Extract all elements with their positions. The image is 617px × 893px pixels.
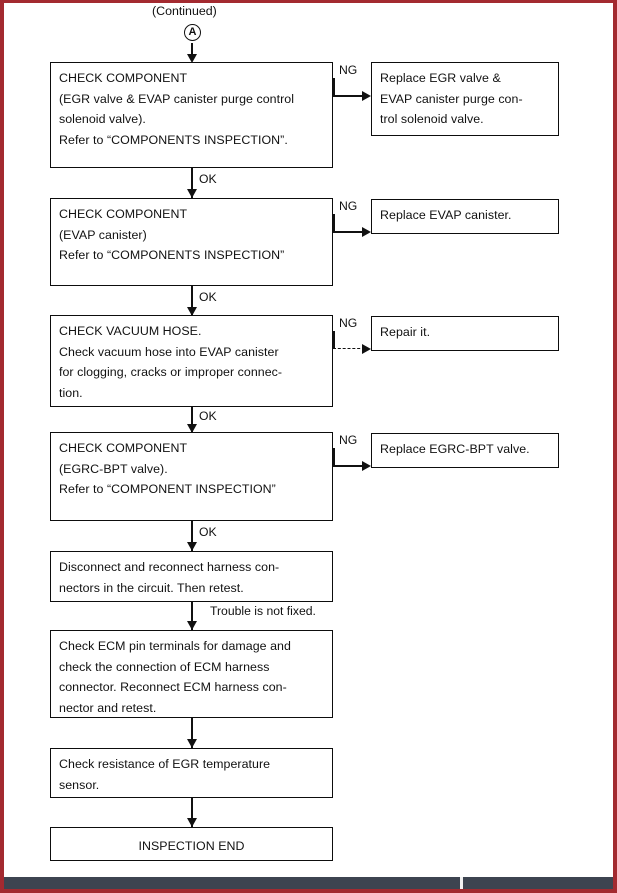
arrow-7-to-end-icon <box>187 818 197 827</box>
action-box-replace-evap-canister[interactable]: Replace EVAP canister. <box>371 199 559 234</box>
connector-6-to-7 <box>191 718 193 748</box>
step-box-check-component-evap-canister[interactable]: CHECK COMPONENT (EVAP canister) Refer to… <box>50 198 333 286</box>
entry-arrow-icon <box>187 54 197 63</box>
step-text: Check resistance of EGR temperature sens… <box>59 757 271 792</box>
bottom-taskbar[interactable] <box>4 877 613 889</box>
ng-branch-4-hline <box>333 465 365 467</box>
step-box-check-resistance-egr-temp-sensor[interactable]: Check resistance of EGR temperature sens… <box>50 748 333 798</box>
action-box-replace-egrc-bpt-valve[interactable]: Replace EGRC-BPT valve. <box>371 433 559 468</box>
ok-connector-2 <box>191 286 193 316</box>
ng-branch-1-arrow-icon <box>362 91 371 101</box>
ng-branch-2-vline <box>333 214 335 232</box>
step-text: CHECK COMPONENT (EVAP canister) Refer to… <box>59 207 285 262</box>
entry-connector-line <box>191 43 193 60</box>
action-box-replace-egr-valve-evap-solenoid[interactable]: Replace EGR valve & EVAP canister purge … <box>371 62 559 136</box>
ok-connector-4 <box>191 521 193 551</box>
ng-branch-4-arrow-icon <box>362 461 371 471</box>
ng-label-4: NG <box>339 433 358 447</box>
ng-branch-2-hline <box>333 231 365 233</box>
ok-connector-1 <box>191 168 193 198</box>
step-box-disconnect-reconnect-harness[interactable]: Disconnect and reconnect harness con- ne… <box>50 551 333 602</box>
page-border-bottom <box>0 889 617 893</box>
step-box-check-ecm-pin-terminals[interactable]: Check ECM pin terminals for damage and c… <box>50 630 333 718</box>
continued-label: (Continued) <box>152 4 217 18</box>
ng-branch-3-arrow-icon <box>362 344 371 354</box>
connector-7-to-end <box>191 798 193 827</box>
action-text: Replace EGR valve & EVAP canister purge … <box>380 71 523 126</box>
trouble-connector <box>191 602 193 630</box>
arrow-6-to-7-icon <box>187 739 197 748</box>
ng-branch-3-vline <box>333 331 335 349</box>
ok-label-1: OK <box>199 172 217 186</box>
ng-label-2: NG <box>339 199 358 213</box>
step-text: Check ECM pin terminals for damage and c… <box>59 639 291 715</box>
step-text: Disconnect and reconnect harness con- ne… <box>59 560 280 595</box>
ok-label-3: OK <box>199 409 217 423</box>
action-text: Replace EGRC-BPT valve. <box>380 442 530 456</box>
page-border-top <box>0 0 617 3</box>
ok-connector-3 <box>191 407 193 433</box>
ok-label-4: OK <box>199 525 217 539</box>
reference-circle-a: A <box>184 24 201 41</box>
step-text: CHECK COMPONENT (EGRC-BPT valve). Refer … <box>59 441 276 496</box>
trouble-arrow-icon <box>187 621 197 630</box>
step-box-check-vacuum-hose[interactable]: CHECK VACUUM HOSE. Check vacuum hose int… <box>50 315 333 407</box>
ok-arrow-3-icon <box>187 424 197 433</box>
step-box-check-component-egr-evap[interactable]: CHECK COMPONENT (EGR valve & EVAP canist… <box>50 62 333 168</box>
ng-label-1: NG <box>339 63 358 77</box>
step-box-check-component-egrc-bpt[interactable]: CHECK COMPONENT (EGRC-BPT valve). Refer … <box>50 432 333 521</box>
taskbar-notch <box>460 877 463 889</box>
ng-branch-2-arrow-icon <box>362 227 371 237</box>
action-text: Repair it. <box>380 325 431 339</box>
page-border-left <box>0 0 4 893</box>
action-box-repair-it[interactable]: Repair it. <box>371 316 559 351</box>
step-text: CHECK VACUUM HOSE. Check vacuum hose int… <box>59 324 283 400</box>
page-border-right <box>613 0 617 893</box>
ng-branch-1-vline <box>333 78 335 96</box>
step-text: CHECK COMPONENT (EGR valve & EVAP canist… <box>59 71 295 147</box>
action-text: Replace EVAP canister. <box>380 208 512 222</box>
ng-branch-1-hline <box>333 95 365 97</box>
ng-branch-4-vline <box>333 448 335 466</box>
trouble-not-fixed-label: Trouble is not fixed. <box>210 604 316 618</box>
ok-arrow-2-icon <box>187 307 197 316</box>
ng-branch-3-hline <box>333 348 365 349</box>
ok-arrow-1-icon <box>187 189 197 198</box>
ok-label-2: OK <box>199 290 217 304</box>
step-box-inspection-end[interactable]: INSPECTION END <box>50 827 333 861</box>
ng-label-3: NG <box>339 316 358 330</box>
ok-arrow-4-icon <box>187 542 197 551</box>
step-text: INSPECTION END <box>138 839 245 853</box>
